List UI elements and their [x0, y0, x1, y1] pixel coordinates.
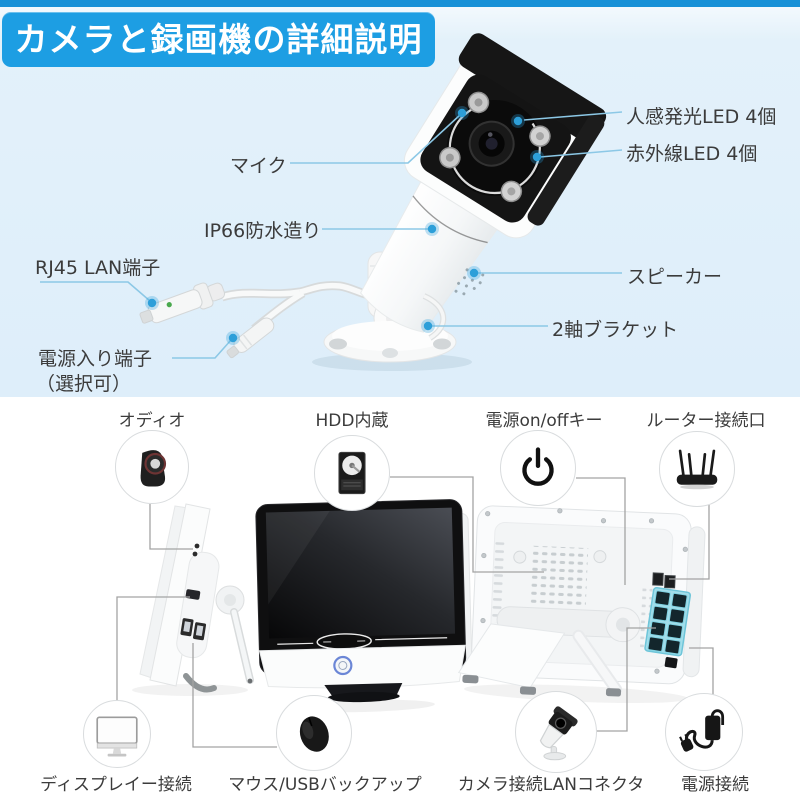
mouse-icon — [299, 716, 329, 752]
dc-power-connector — [226, 317, 275, 359]
rj45-lan-connector — [139, 282, 226, 324]
label-audio: オディオ — [118, 411, 186, 431]
camera-feature-node — [515, 691, 597, 773]
monitor-back-view — [457, 505, 706, 704]
monitor-front-view — [255, 499, 473, 713]
label-hdd: HDD内蔵 — [315, 411, 389, 431]
camera-lens — [468, 120, 515, 167]
leader-line-audio — [149, 504, 193, 550]
leader-line-mic — [290, 114, 461, 164]
label-rj45: RJ45 LAN端子 — [35, 257, 161, 279]
label-speaker: スピーカー — [627, 266, 723, 288]
usb-ports — [180, 618, 207, 641]
router-feature-node — [659, 431, 735, 507]
audio-feature-node — [115, 430, 189, 504]
wan-ports — [652, 572, 664, 586]
leader-line-ir-led — [539, 149, 623, 158]
power-key-icon — [522, 447, 554, 486]
label-display-conn: ディスプレイー接続 — [40, 775, 192, 795]
hdd-icon — [338, 451, 366, 495]
lan-port-block — [644, 586, 691, 669]
label-ip66: IP66防水造り — [204, 220, 322, 242]
label-pir-led: 人感発光LED 4個 — [626, 106, 777, 128]
camera-body-group — [360, 33, 607, 333]
vent-grille — [527, 545, 589, 607]
power-adapter-icon — [679, 709, 725, 752]
leader-line-camera-lan — [596, 627, 656, 732]
leader-line-pir-led — [523, 111, 623, 121]
label-camera-lan: カメラ接続LANコネクタ — [457, 775, 645, 795]
recorder-leader-lines — [116, 476, 714, 748]
top-blue-strip — [0, 0, 800, 7]
leader-line-rj45 — [40, 281, 151, 302]
label-mic: マイク — [230, 155, 287, 177]
page-title-banner: カメラと録画機の詳細説明 — [2, 12, 435, 67]
power-key-feature-node — [500, 430, 576, 506]
leader-line-power-conn — [689, 647, 714, 697]
audio-jack-ports — [194, 543, 200, 549]
speaker-icon — [140, 450, 167, 487]
camera-leader-lines — [40, 111, 623, 359]
dc-in-port — [664, 657, 678, 669]
display-icon — [96, 716, 138, 757]
leader-line-hdd — [390, 476, 544, 573]
camera-speaker-grille — [454, 268, 485, 296]
hdd-feature-node — [314, 435, 390, 511]
leader-line-display — [116, 596, 190, 701]
label-power-in-1: 電源入り端子 — [38, 348, 153, 370]
camera-marker-dots — [145, 106, 544, 345]
leader-line-usb-mouse — [192, 643, 277, 748]
leader-line-power-key — [576, 477, 626, 585]
leader-line-router — [669, 505, 710, 580]
leader-line-power-in — [172, 339, 232, 359]
label-power-conn: 電源接続 — [681, 775, 749, 795]
display-feature-node — [83, 700, 151, 768]
camera-led-array — [439, 91, 551, 203]
bullet-camera-icon — [539, 706, 578, 761]
monitor-side-view — [132, 503, 254, 696]
label-power-in-2: （選択可） — [36, 373, 132, 395]
label-mouse-usb: マウス/USBバックアップ — [228, 775, 422, 795]
stand-foot — [462, 674, 479, 684]
label-power-key: 電源on/offキー — [485, 411, 603, 431]
power-adapter-feature-node — [665, 693, 743, 771]
label-ir-led: 赤外線LED 4個 — [626, 143, 758, 165]
router-icon — [676, 449, 718, 490]
bullet-camera-illustration — [139, 33, 607, 371]
mouse-feature-node — [276, 695, 352, 771]
label-bracket: 2軸ブラケット — [552, 319, 679, 341]
front-power-button — [333, 655, 353, 676]
label-router: ルーター接続口 — [646, 411, 766, 431]
